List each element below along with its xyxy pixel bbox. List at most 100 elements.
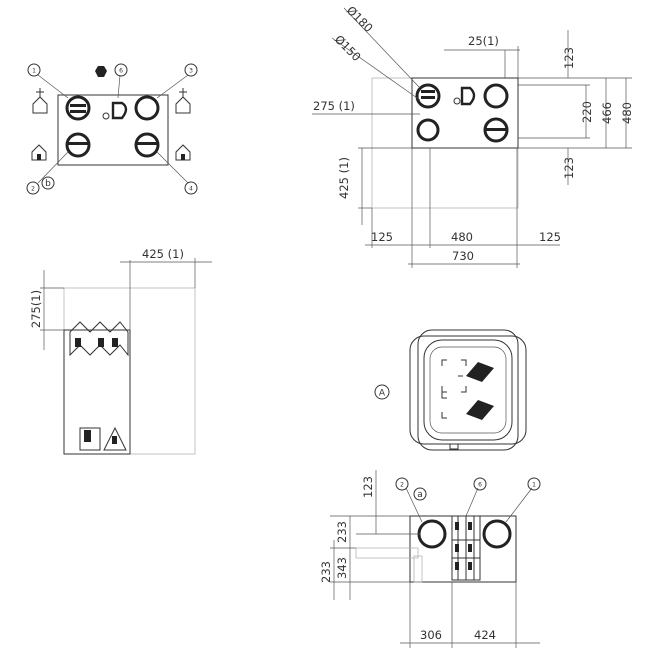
front-view: Ø180 Ø150 25(1) 123 220 466 480 123 275 …: [312, 3, 634, 268]
callout-circle: [395, 477, 409, 491]
duct-grille-bar: [68, 142, 88, 145]
callout-circle: [114, 63, 128, 77]
schematic-condensate-symbol: [102, 112, 110, 120]
dim-25-label: 25(1): [468, 34, 499, 48]
view-a-label: A: [379, 389, 386, 399]
diameter-180-label: Ø180: [344, 3, 376, 35]
leader-line: [465, 487, 479, 517]
front-duct-2: [416, 118, 440, 142]
house-door-icon: [175, 144, 191, 161]
front-condensate-symbol: [453, 97, 461, 105]
top-valve-lower: [466, 400, 494, 420]
bottom-pipe-stub: [413, 555, 423, 583]
bottom-view: 2 a 6 1 123 233 233 343 306 424: [319, 470, 541, 648]
leader-line: [117, 74, 121, 99]
schematic-view: 1 6 3 2 b 4: [26, 63, 198, 195]
top-view: A: [374, 329, 527, 451]
side-unit-body: [63, 329, 131, 455]
callout-label: 3: [189, 68, 193, 75]
duct-grille-bar: [70, 110, 86, 113]
top-valve-upper: [466, 362, 494, 382]
bottom-dim-233-upper-label: 233: [335, 521, 349, 543]
leader-line: [37, 151, 69, 184]
bottom-dim-233-lower-label: 233: [319, 561, 333, 583]
callout-label: b: [45, 179, 51, 189]
bottom-duct-1: [482, 519, 512, 549]
bottom-dim-343-label: 343: [335, 557, 349, 579]
dim-125-right-label: 125: [539, 230, 561, 244]
callout-circle: [413, 487, 427, 501]
callout-circle: [473, 477, 487, 491]
bottom-dim-306-label: 306: [420, 628, 442, 642]
top-vent-markings: [441, 359, 467, 419]
dim-466-label: 466: [600, 102, 614, 124]
callout-circle: [184, 181, 198, 195]
dim-425-label: 425 (1): [337, 157, 351, 199]
side-view: 425 (1) 275(1): [29, 247, 212, 455]
schematic-fan-symbol: [111, 101, 128, 120]
callout-circle: [374, 384, 390, 400]
side-service-mark: [84, 430, 91, 442]
side-dim-275-label: 275(1): [29, 290, 43, 328]
house-outline-icon: [32, 88, 48, 114]
duct-grille-bar: [421, 90, 435, 93]
leader-line: [343, 7, 421, 89]
dim-123-bottom-label: 123: [562, 157, 576, 179]
leader-line: [405, 487, 423, 523]
leader-line: [331, 37, 421, 101]
callout-label: 1: [532, 482, 536, 489]
side-service-panel: [79, 427, 101, 451]
callout-label: 4: [189, 186, 193, 193]
front-fan-symbol: [460, 86, 476, 106]
bottom-duct-2: [417, 519, 447, 549]
front-unit-body: [411, 77, 519, 149]
callout-circle: [184, 63, 198, 77]
leader-line: [37, 74, 69, 99]
dim-480-label: 480: [620, 102, 634, 124]
front-duct-3: [483, 83, 509, 109]
diameter-150-label: Ø150: [332, 32, 364, 64]
callout-circle: [41, 176, 55, 190]
dim-275-label: 275 (1): [313, 99, 355, 113]
dim-730-label: 730: [452, 249, 474, 263]
callout-label: 1: [32, 68, 36, 75]
leader-line: [505, 487, 533, 523]
side-duct-connectors: [69, 321, 129, 357]
dim-123-top-label: 123: [562, 47, 576, 69]
callout-label: 2: [400, 482, 404, 489]
side-duct-mark: [112, 338, 118, 347]
duct-grille-bar: [137, 142, 157, 145]
schematic-duct-3: [134, 95, 160, 121]
duct-grille-bar: [485, 128, 507, 131]
side-dim-425-label: 425 (1): [142, 247, 184, 261]
side-duct-mark: [75, 338, 81, 347]
top-outer-frame-2: [409, 335, 527, 445]
callout-label: 6: [478, 482, 482, 489]
callout-label: 2: [31, 186, 35, 193]
callout-label: a: [417, 490, 423, 500]
leader-line: [156, 151, 189, 184]
top-outer-frame: [417, 329, 519, 451]
leader-line: [156, 74, 189, 99]
bottom-dim-424-label: 424: [474, 628, 496, 642]
duct-grille-bar: [70, 104, 86, 107]
top-foot: [449, 443, 459, 450]
dim-220-label: 220: [580, 101, 594, 123]
callout-circle: [27, 63, 41, 77]
callout-label: 6: [119, 68, 123, 75]
side-drain-symbol: [103, 426, 127, 451]
dim-125-left-label: 125: [371, 230, 393, 244]
bottom-dim-123-label: 123: [361, 476, 375, 498]
schematic-duct-1: [65, 95, 91, 121]
bottom-pipe-stub: [355, 547, 419, 559]
hex-nut-icon: [95, 66, 107, 77]
house-door-icon: [31, 144, 47, 161]
side-drain-mark: [112, 436, 117, 444]
callout-circle: [527, 477, 541, 491]
callout-circle: [26, 181, 40, 195]
top-inner-panel: [423, 339, 513, 441]
dim-480-bottom-label: 480: [451, 230, 473, 244]
duct-grille-bar: [421, 96, 435, 99]
side-duct-mark: [98, 338, 104, 347]
